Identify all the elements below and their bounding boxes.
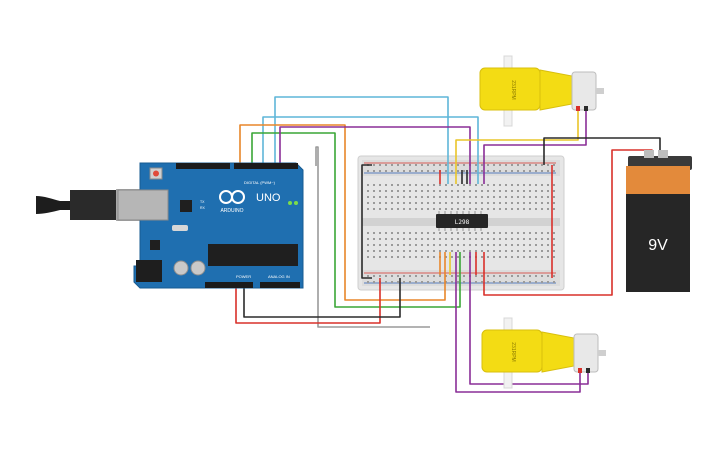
wire-blue-2[interactable] xyxy=(262,116,479,184)
top-power-rail xyxy=(362,160,560,176)
wire-yellow-top-motor[interactable] xyxy=(455,110,579,184)
battery-label: 9V xyxy=(648,237,668,254)
wire-black-ground[interactable] xyxy=(243,278,401,318)
bottom-power-rail xyxy=(362,270,560,286)
wire-gray[interactable] xyxy=(315,146,430,328)
motor-top-label: 231RPM xyxy=(510,80,516,99)
battery-9v[interactable]: 9V xyxy=(626,150,692,292)
l298-driver-chip[interactable]: L298 xyxy=(436,211,488,231)
wire-black-rail[interactable] xyxy=(361,164,372,279)
power-jack xyxy=(136,260,162,282)
wire-purple-top-motor[interactable] xyxy=(483,110,587,184)
dc-motor-top[interactable]: 231RPM xyxy=(479,55,604,127)
analog-label: ANALOG IN xyxy=(268,274,290,279)
dc-motor-bottom[interactable]: 231RPM xyxy=(481,317,606,389)
breadboard-holes xyxy=(367,164,555,283)
wire-red-power[interactable] xyxy=(235,278,381,324)
wire-orange[interactable] xyxy=(239,124,446,301)
chip-label: L298 xyxy=(455,219,470,226)
wire-purple[interactable] xyxy=(279,126,471,184)
usb-plug xyxy=(70,190,116,220)
wire-blue[interactable] xyxy=(274,96,449,184)
svg-text:ARDUINO: ARDUINO xyxy=(220,208,243,214)
wire-purple-bottom-motor-2[interactable] xyxy=(469,252,589,385)
arduino-uno-board[interactable]: ARDUINO UNO DIGITAL (PWM~) POWER ANALOG … xyxy=(36,162,304,289)
wires xyxy=(235,96,661,393)
board-model: UNO xyxy=(256,192,281,204)
wire-green[interactable] xyxy=(251,132,461,308)
svg-text:TX: TX xyxy=(200,200,205,204)
arduino-logo: ARDUINO xyxy=(219,190,245,214)
wire-purple-bottom-motor[interactable] xyxy=(455,252,581,393)
wire-battery-negative[interactable] xyxy=(543,137,661,165)
usb-cable xyxy=(36,196,70,214)
atmega-chip xyxy=(208,244,298,266)
digital-label: DIGITAL (PWM~) xyxy=(244,180,276,185)
motor-bottom-label: 231RPM xyxy=(510,342,516,361)
svg-text:RX: RX xyxy=(200,206,206,210)
power-label: POWER xyxy=(236,274,251,279)
